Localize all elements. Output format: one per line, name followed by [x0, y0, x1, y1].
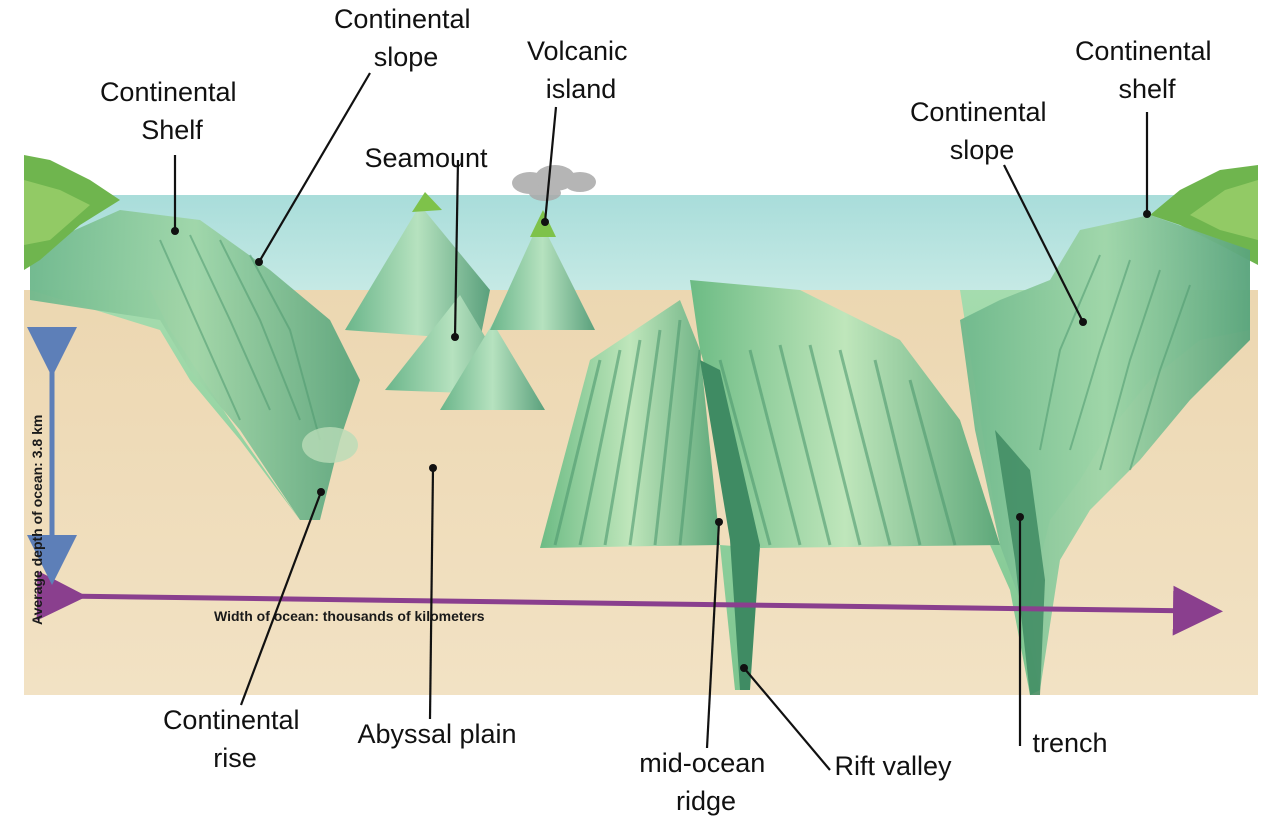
ocean-width-arrow — [36, 570, 1223, 636]
leader-dots — [171, 210, 1151, 672]
label-rift-valley: Rift valley — [834, 751, 952, 781]
label-seamount: Seamount — [364, 143, 488, 173]
label-continental-slope-right: Continental slope — [910, 97, 1054, 165]
mid-ocean-ridge-west — [540, 300, 720, 548]
label-mid-ocean-ridge: mid-ocean ridge — [639, 748, 773, 816]
label-trench: trench — [1032, 728, 1107, 758]
label-continental-shelf-right: Continental shelf — [1075, 36, 1219, 104]
label-continental-shelf-left: Continental Shelf — [100, 77, 244, 145]
label-abyssal-plain: Abyssal plain — [357, 719, 516, 749]
left-slope-wall — [30, 210, 360, 520]
mid-ocean-ridge-east — [690, 280, 1000, 548]
seamount-peak-land — [412, 192, 442, 212]
leader-lines — [173, 72, 1149, 771]
volcano-smoke — [512, 165, 596, 201]
label-continental-slope-left: Continental slope — [334, 4, 478, 72]
ocean-depth-label: Average depth of ocean: 3.8 km — [29, 415, 45, 625]
seamount-small — [440, 323, 545, 410]
ocean-width-label: Width of ocean: thousands of kilometers — [214, 608, 485, 624]
volcanic-island-cone — [490, 220, 595, 330]
label-continental-rise: Continental rise — [163, 705, 307, 773]
label-volcanic-island: Volcanic island — [527, 36, 635, 104]
continental-rise-rubble — [302, 427, 358, 463]
ocean-water — [30, 195, 1250, 290]
